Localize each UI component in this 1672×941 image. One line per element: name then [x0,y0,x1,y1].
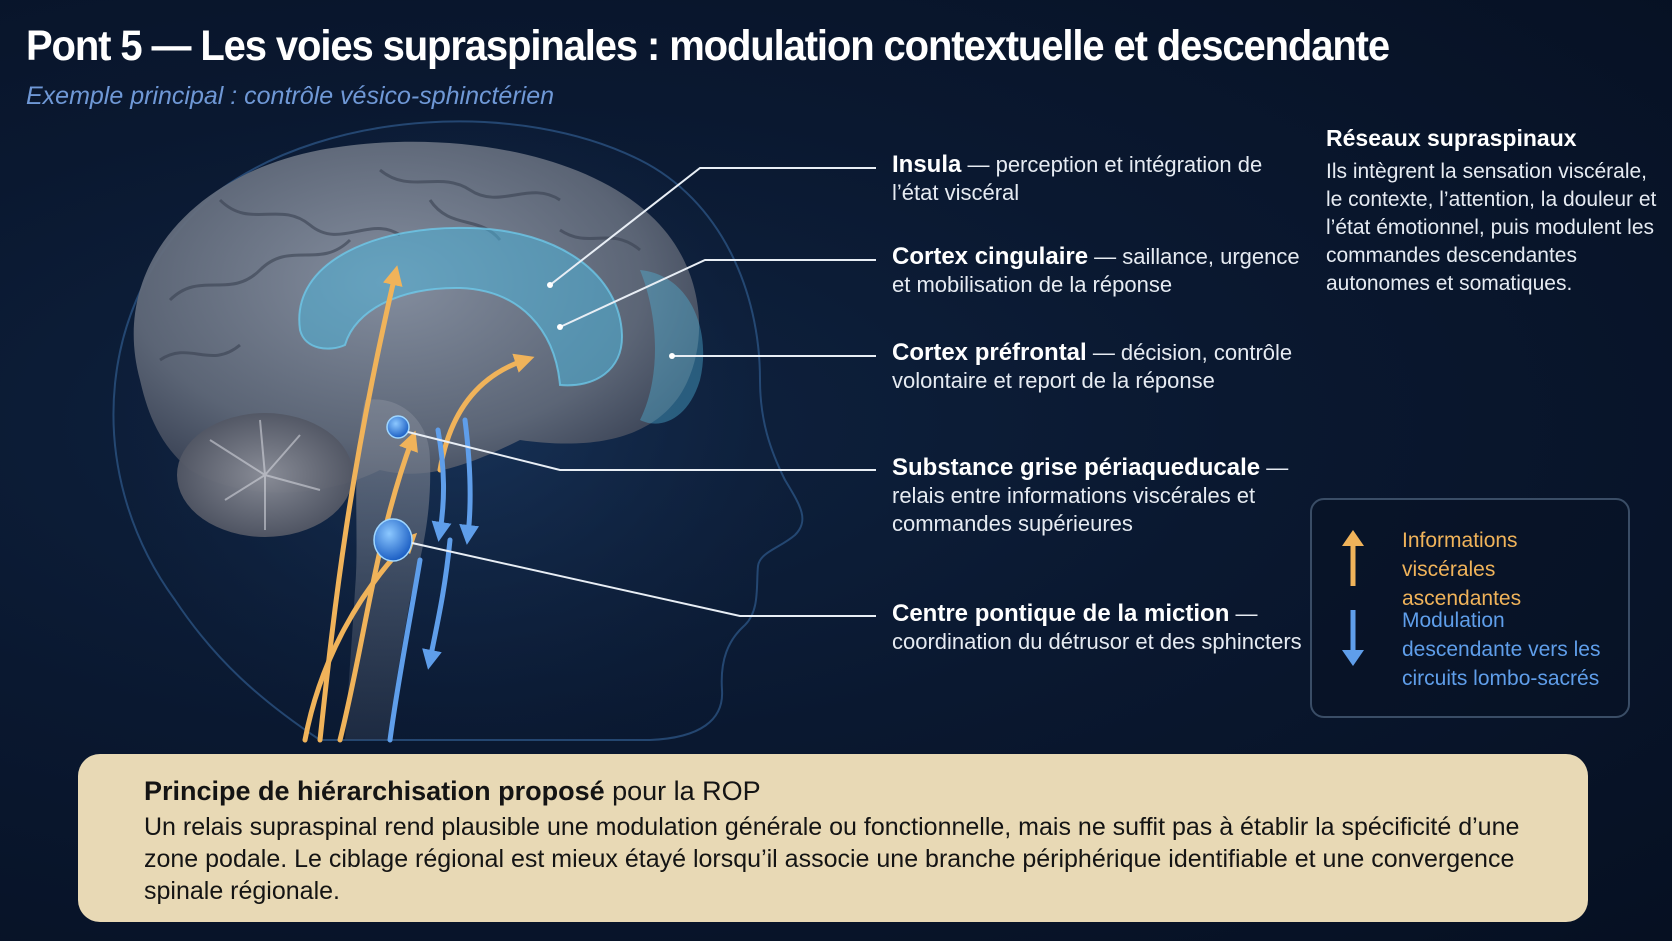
side-panel-body: Ils intègrent la sensation viscérale, le… [1326,160,1657,295]
cerebrum [133,141,700,493]
callout-pontine-name: Centre pontique de la miction [892,600,1230,627]
principle-body: Un relais supraspinal rend plausible une… [144,813,1520,905]
ascending-arrow-2 [337,430,418,743]
callout-pontine: Centre pontique de la miction — coordina… [892,600,1312,656]
leader-cingulate [559,259,876,328]
callout-periaqueductal-name: Substance grise périaqueducale [892,454,1261,481]
page-subtitle: Exemple principal : contrôle vésico-sphi… [26,82,555,110]
descending-arrow-4 [387,557,423,743]
arrow-up-icon [1342,530,1364,586]
callout-pontine-desc: — coordination du détrusor et des sphinc… [892,601,1302,654]
legend-item-descending: Modulation descendante vers les circuits… [1330,606,1618,696]
callout-prefrontal-desc: — décision, contrôle volontaire et repor… [892,340,1293,393]
pontine-micturition-node [373,518,413,562]
side-panel: Réseaux supraspinaux Ils intègrent la se… [1326,124,1666,298]
legend-ascending-label: Informations viscérales ascendantes [1402,529,1522,610]
leader-pontine [411,542,876,617]
callout-cingulate: Cortex cingulaire — saillance, urgence e… [892,243,1312,299]
prefrontal-cortex [640,270,704,424]
callout-cingulate-name: Cortex cingulaire [892,243,1089,270]
arrow-down-icon [1342,610,1364,666]
principle-panel: Principe de hiérarchisation proposé pour… [78,754,1588,922]
callout-periaqueductal-desc: — relais entre informations viscérales e… [892,455,1289,536]
legend-box: Informations viscérales ascendantes Modu… [1310,498,1630,718]
descending-arrow-3 [422,537,453,670]
principle-title: Principe de hiérarchisation proposé pour… [144,776,1524,807]
descending-arrow-1 [431,427,452,542]
periaqueductal-node [386,415,410,439]
callout-prefrontal: Cortex préfrontal — décision, contrôle v… [892,339,1312,395]
principle-title-bold: Principe de hiérarchisation proposé [144,776,605,806]
callout-cingulate-desc: — saillance, urgence et mobilisation de … [892,244,1300,297]
brainstem [345,399,431,740]
callout-prefrontal-name: Cortex préfrontal [892,339,1087,366]
principle-title-rest: pour la ROP [604,776,761,806]
legend-descending-label: Modulation descendante vers les circuits… [1402,609,1601,690]
ascending-arrow-4 [437,353,535,473]
leader-insula [549,167,876,286]
leader-periaqueductal [407,431,876,471]
callout-insula-name: Insula [892,151,962,178]
side-panel-title: Réseaux supraspinaux [1326,125,1577,151]
callout-periaqueductal: Substance grise périaqueducale — relais … [892,454,1312,538]
legend-item-ascending: Informations viscérales ascendantes [1330,526,1618,610]
cingulate-cortex [298,226,624,387]
ascending-arrow-1 [317,265,403,743]
descending-arrow-2 [459,417,480,545]
page-title: Pont 5 — Les voies supraspinales : modul… [26,22,1390,70]
callout-insula: Insula — perception et intégration de l’… [892,151,1312,207]
callout-insula-desc: — perception et intégration de l’état vi… [892,152,1263,205]
